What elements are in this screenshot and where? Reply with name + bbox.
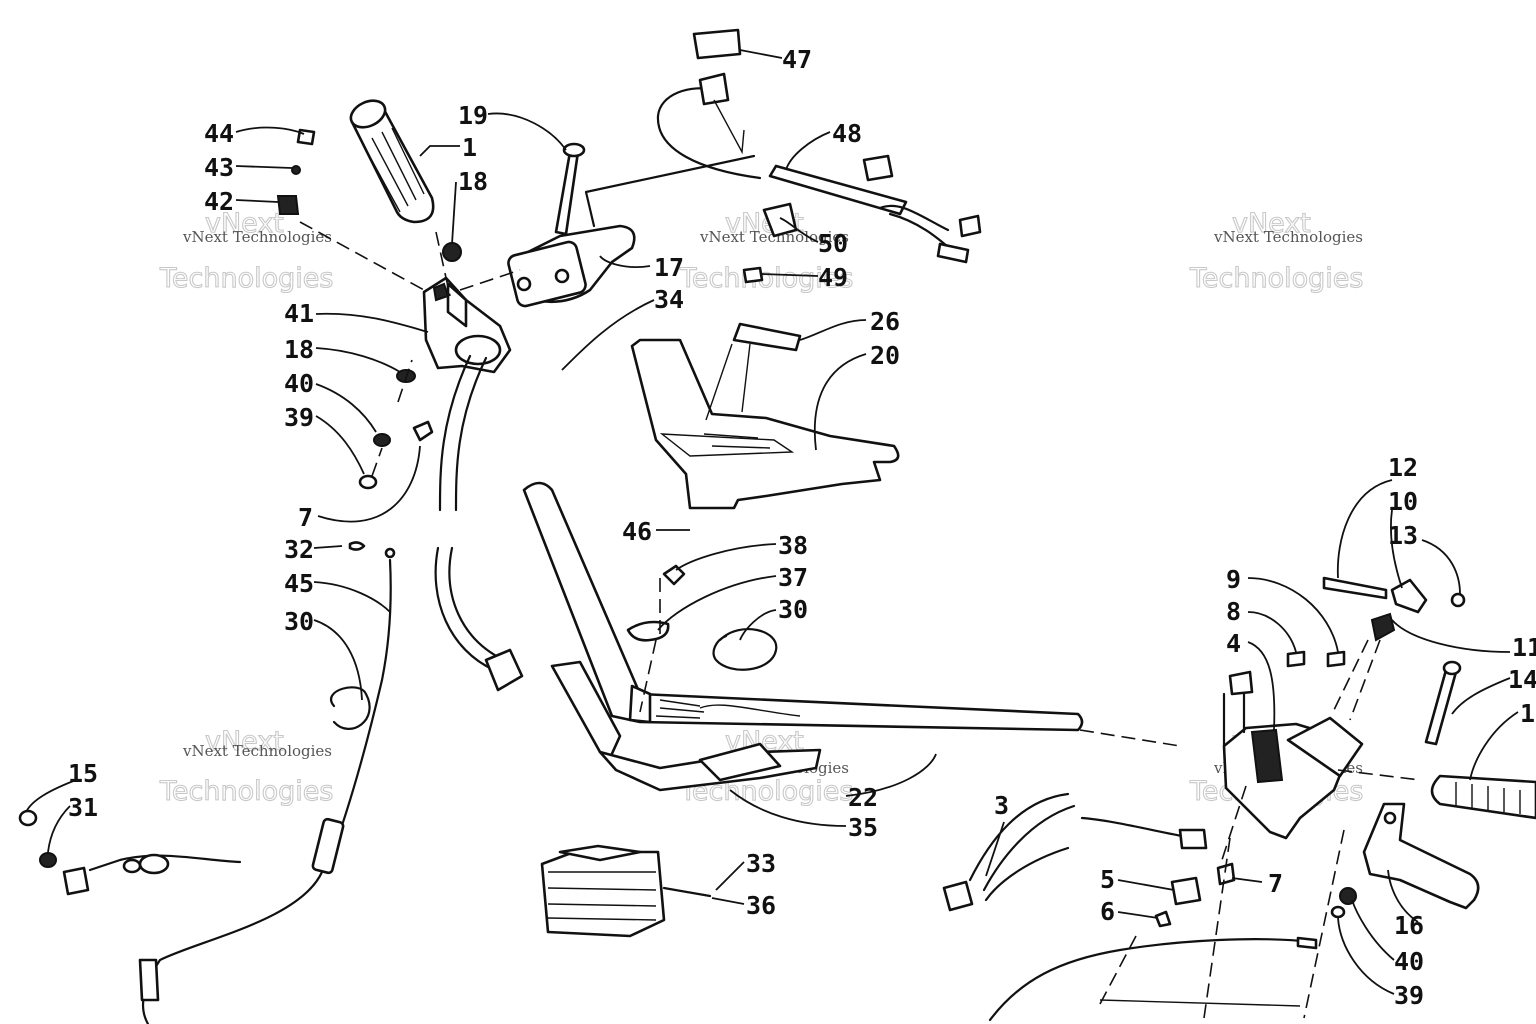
callout-labels: 1 18 19 17 34 41 18 40 39 7 44 43 42 47 … [68,45,1536,1010]
callout-3: 3 [994,791,1009,820]
callout-30: 30 [778,595,808,624]
assembly-lines [299,154,1421,1019]
callout-16: 16 [1394,911,1424,940]
callout-31: 31 [68,793,98,822]
watermark-brand-line2: Technologies [159,263,333,294]
throttle-cable [434,546,524,692]
callout-44: 44 [204,119,234,148]
callout-40: 40 [284,369,314,398]
callout-42: 42 [204,187,234,216]
watermark-brand-line2: Technologies [679,263,853,294]
callout-35: 35 [848,813,878,842]
callout-36: 36 [746,891,776,920]
pivot-pin [554,142,586,236]
callout-33: 33 [746,849,776,878]
parts [18,28,1536,1024]
center-clamp-parts [626,564,778,671]
throttle-housing [422,276,512,512]
watermark-caption: vNext Technologies [1213,228,1363,246]
watermark-brand-line2: Technologies [1189,263,1363,294]
callout-14: 14 [1508,665,1536,694]
callout-32: 32 [284,535,314,564]
adjuster-screw-set [276,128,316,215]
bottom-brake-cable [988,936,1318,1022]
callout-1: 1 [1520,699,1535,728]
callout-22: 22 [848,783,878,812]
watermark-caption: vNext Technologies [182,742,332,760]
callout-18: 18 [284,335,314,364]
callout-7: 7 [298,503,313,532]
callout-45: 45 [284,569,314,598]
callout-11: 11 [1512,633,1536,662]
callout-40: 40 [1394,947,1424,976]
voltage-module [540,844,712,938]
callout-17: 17 [654,253,684,282]
callout-7: 7 [1268,869,1283,898]
callout-5: 5 [1100,865,1115,894]
callout-47: 47 [782,45,812,74]
callout-6: 6 [1100,897,1115,926]
callout-10: 10 [1388,487,1418,516]
callout-20: 20 [870,341,900,370]
callout-30: 30 [284,607,314,636]
callout-39: 39 [284,403,314,432]
callout-12: 12 [1388,453,1418,482]
handlebar-mount-bracket [550,660,822,792]
callout-41: 41 [284,299,314,328]
callout-26: 26 [870,307,900,336]
right-switch-wiring [942,792,1236,912]
callout-8: 8 [1226,597,1241,626]
watermark-caption: vNext Technologies [182,228,332,246]
watermark-brand-line2: Technologies [159,776,333,807]
callout-4: 4 [1226,629,1241,658]
watermark-brand-line1: vNext [205,726,284,757]
watermark-bottom-left: vNext Technologies vNext Technologies [158,725,334,807]
brake-lever [507,224,636,308]
watermark-top-left: vNext Technologies vNext Technologies [158,207,334,294]
right-brake-lever [1362,802,1480,910]
left-hand-grip [349,99,435,224]
watermark-top-right: vNext Technologies vNext Technologies [1188,207,1364,294]
callout-50: 50 [818,229,848,258]
watermark-brand-line1: vNext [1232,208,1311,239]
right-small-hardware [1154,576,1466,928]
callout-37: 37 [778,563,808,592]
harness-clip [742,202,798,284]
callout-39: 39 [1394,981,1424,1010]
callout-19: 19 [458,101,488,130]
callout-1: 1 [462,133,477,162]
right-hand-grip [1424,660,1536,820]
nut-top [442,242,462,262]
wire-harness [656,28,982,264]
callout-9: 9 [1226,565,1241,594]
left-small-hardware [358,369,434,490]
callout-34: 34 [654,285,684,314]
callout-13: 13 [1388,521,1418,550]
callout-46: 46 [622,517,652,546]
callout-18: 18 [458,167,488,196]
callout-49: 49 [818,263,848,292]
callout-38: 38 [778,531,808,560]
callout-43: 43 [204,153,234,182]
callout-48: 48 [832,119,862,148]
left-control-cable [18,541,396,1024]
watermark-brand-line1: vNext [205,208,284,239]
handlebar-pad [630,322,900,510]
leader-lines [25,49,1519,995]
callout-15: 15 [68,759,98,788]
right-switch-housing [1222,670,1364,840]
